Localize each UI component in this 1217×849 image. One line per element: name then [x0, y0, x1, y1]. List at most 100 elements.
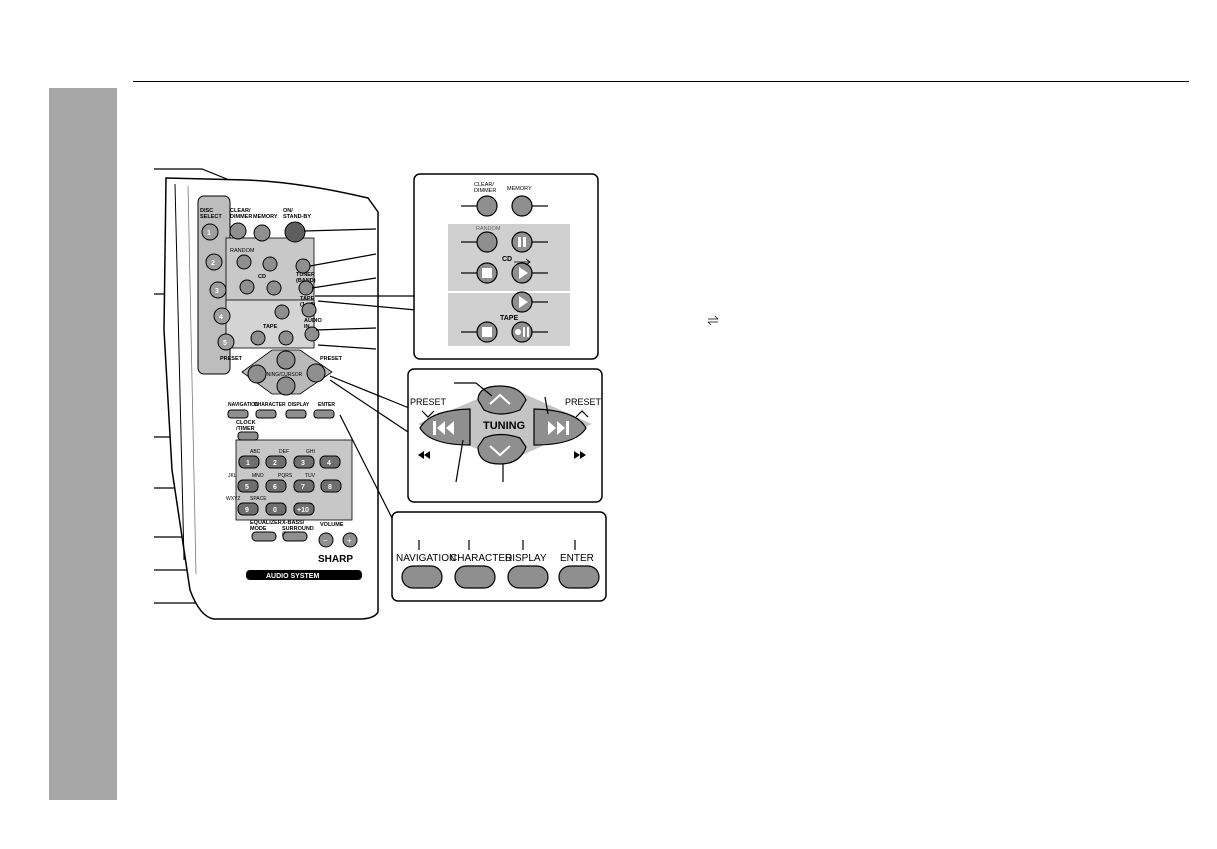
- remote-enter-button[interactable]: [313, 409, 335, 419]
- remote-disc-button-4[interactable]: [213, 307, 231, 325]
- remote-brand: SHARP: [318, 554, 353, 565]
- remote-key-letters-3: GHI: [306, 449, 315, 455]
- remote-audio-in-button[interactable]: [304, 326, 320, 342]
- remote-tape-play-button[interactable]: [274, 304, 290, 320]
- remote-tuner-button[interactable]: [298, 280, 314, 296]
- remote-key-9[interactable]: [237, 502, 259, 516]
- remote-clock-timer-label: CLOCK/TIMER: [236, 420, 256, 432]
- remote-key-text-2: 2: [273, 460, 277, 467]
- remote-key-2[interactable]: [265, 455, 287, 469]
- remote-nav-label-3: ENTER: [318, 402, 335, 408]
- remote-navigation-button[interactable]: [227, 409, 249, 419]
- remote-on-standby-button[interactable]: [284, 221, 306, 243]
- remote-body: [163, 177, 379, 620]
- remote-system-label: AUDIO SYSTEM: [266, 573, 319, 580]
- remote-volume-minus-button[interactable]: [318, 532, 334, 548]
- remote-key-letters-6: PQRS: [278, 473, 293, 479]
- remote-disc-button-3[interactable]: [209, 281, 227, 299]
- record-icon: [515, 329, 521, 335]
- remote-disc-button-1[interactable]: [201, 223, 219, 241]
- callout-tape-label: TAPE: [500, 315, 518, 322]
- remote-disc-buttons: [201, 223, 235, 351]
- tape-stop-icon: [482, 327, 492, 337]
- arrows-symbol: [707, 315, 719, 326]
- remote-pause-button[interactable]: [262, 256, 278, 272]
- prev-tri-2-icon: [446, 421, 454, 435]
- callout-nav-label-0: NAVIGATION: [396, 553, 456, 564]
- remote-key-letters-8: WXYZ: [226, 496, 240, 502]
- remote-key-4[interactable]: [319, 455, 341, 469]
- callout-character-button[interactable]: [454, 565, 496, 589]
- callout-memory-button[interactable]: [511, 195, 533, 217]
- callout-display-button[interactable]: [507, 565, 549, 589]
- remote-vol-minus-text: −: [323, 536, 328, 545]
- callout-enter-button[interactable]: [558, 565, 600, 589]
- callout-cd-tape: CLEAR/DIMMER MEMORY RANDOM CD TAPE: [413, 173, 599, 360]
- right-leaders: [303, 228, 417, 519]
- remote-key-text-6: 6: [273, 484, 277, 491]
- callout-clear-dimmer-button[interactable]: [476, 195, 498, 217]
- callout-tuning-label: TUNING: [483, 420, 525, 432]
- remote-key-plus10[interactable]: [293, 502, 315, 516]
- callout-random-button[interactable]: [476, 231, 498, 253]
- remote-tape12-button[interactable]: [301, 302, 317, 318]
- remote-nav-label-2: DISPLAY: [288, 402, 310, 408]
- remote-cd-button[interactable]: [295, 258, 311, 274]
- remote-key-7[interactable]: [293, 479, 315, 493]
- tuning-down-icon: [489, 445, 511, 457]
- play-icon: [519, 267, 528, 279]
- remote-top-buttons: [229, 221, 320, 346]
- callout-tuning-up-button[interactable]: [477, 385, 527, 415]
- remote-key-1[interactable]: [238, 455, 260, 469]
- remote-key-8[interactable]: [320, 479, 342, 493]
- callout-nav-label-1: CHARACTER: [450, 553, 512, 564]
- remote-x-bass-button[interactable]: [282, 531, 308, 542]
- remote-disc-button-2[interactable]: [205, 253, 223, 271]
- remote-key-letters-2: DEF: [279, 449, 289, 455]
- remote-memory-button[interactable]: [253, 224, 271, 242]
- remote-equalizer-mode-button[interactable]: [251, 531, 277, 542]
- remote-preset-left: PRESET: [220, 356, 243, 362]
- callout-tuning-down-button[interactable]: [477, 433, 527, 465]
- remote-tape-label: TAPE: [263, 324, 278, 330]
- remote-nav-label-0: NAVIGATION: [228, 402, 259, 408]
- remote-key-text-plus10: +10: [297, 507, 309, 514]
- remote-key-5[interactable]: [237, 479, 259, 493]
- remote-key-3[interactable]: [293, 455, 315, 469]
- remote-tape-stop-button[interactable]: [250, 330, 266, 346]
- remote-tuning-left-button[interactable]: [247, 364, 267, 384]
- remote-on-standby-label: ON/STAND-BY: [283, 208, 311, 220]
- remote-tuning-up-button[interactable]: [276, 350, 296, 370]
- remote-key-6[interactable]: [265, 479, 287, 493]
- audio-system-banner: [246, 570, 362, 580]
- remote-tuning-right-button[interactable]: [306, 363, 326, 383]
- remote-clock-timer-button[interactable]: [237, 431, 259, 441]
- nav-leaders: [418, 540, 576, 550]
- remote-disc-button-5[interactable]: [217, 333, 235, 351]
- callout-pause-button[interactable]: [511, 231, 533, 253]
- remote-tuning-down-button[interactable]: [276, 376, 296, 396]
- remote-key-0[interactable]: [265, 502, 287, 516]
- callout-nav-label-3: ENTER: [560, 553, 594, 564]
- remote-disc-text-1: 1: [207, 230, 211, 237]
- remote-random-button[interactable]: [236, 254, 252, 270]
- remote-display-button[interactable]: [285, 409, 307, 419]
- remote-tape-record-button[interactable]: [278, 330, 294, 346]
- callout-navigation-button[interactable]: [401, 565, 443, 589]
- callout-tuning: PRESET PRESET TUNING: [407, 368, 603, 503]
- remote-key-text-3: 3: [301, 460, 305, 467]
- remote-character-button[interactable]: [255, 409, 277, 419]
- remote-keypad-texts: 1 2 3 4 5 6 7 8 9 0 +10: [245, 460, 332, 514]
- remote-cd-play-button[interactable]: [266, 280, 282, 296]
- tape-play-icon: [519, 296, 528, 308]
- remote-clear-dimmer-button[interactable]: [229, 222, 247, 240]
- remote-key-text-5: 5: [245, 484, 249, 491]
- remote-volume-plus-button[interactable]: [342, 532, 358, 548]
- remote-nav-buttons: [227, 409, 335, 441]
- callout-symbols: [482, 237, 529, 337]
- callout-preset-right: PRESET: [565, 397, 602, 407]
- remote-cd-stop-button[interactable]: [239, 279, 255, 295]
